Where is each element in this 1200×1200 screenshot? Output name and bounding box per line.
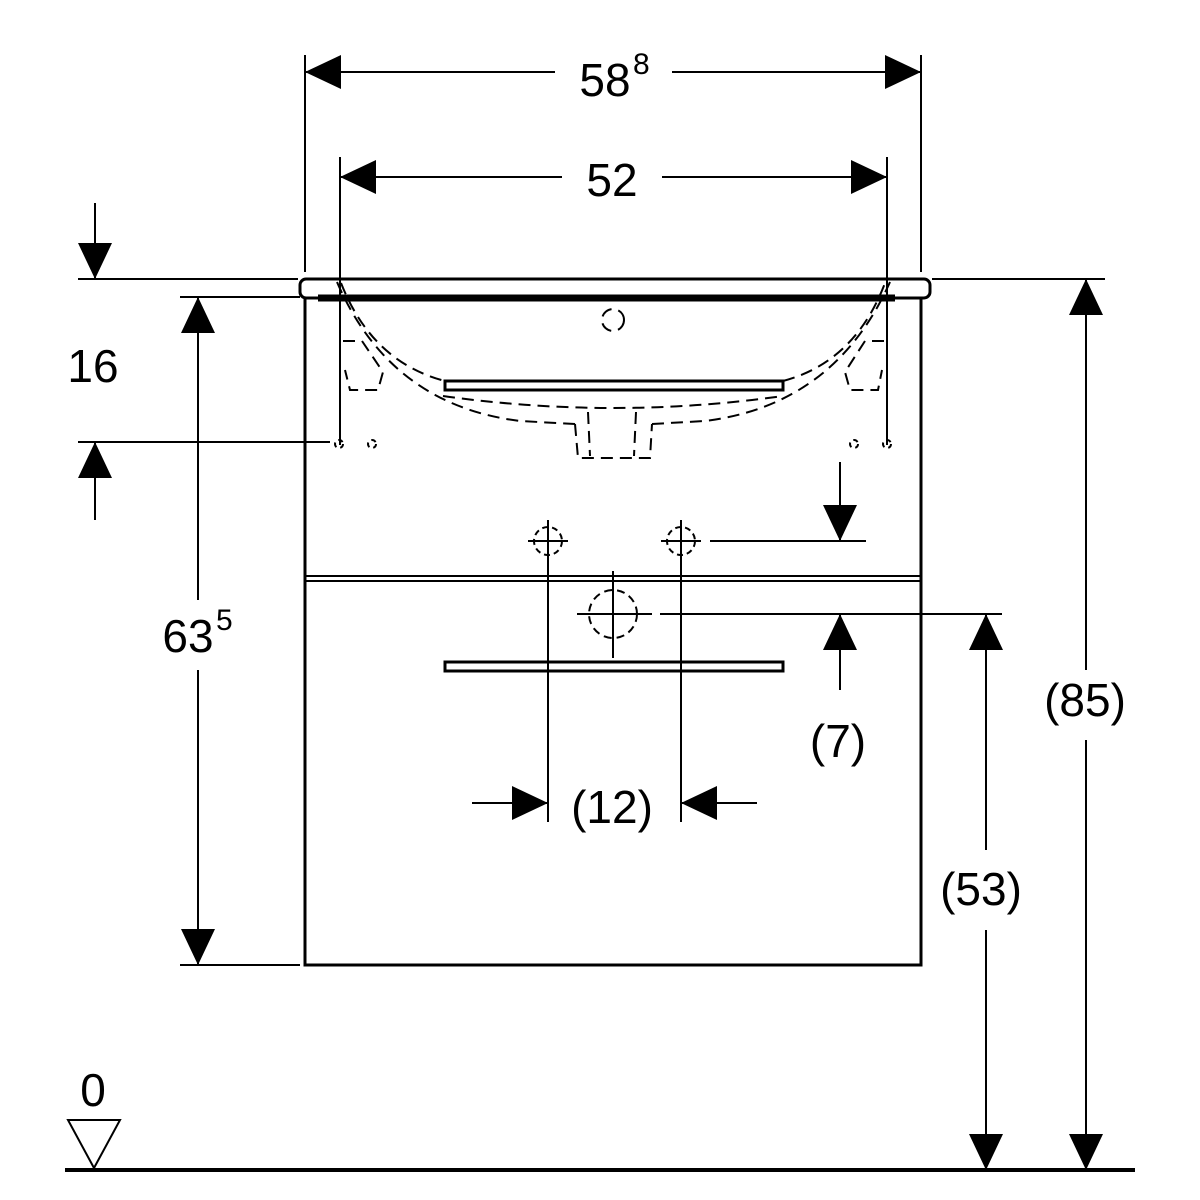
drain-outlet [577,571,652,658]
dimension-overall-height [932,278,1105,1170]
drain-height-label: (53) [940,863,1022,915]
floor-level-label: 0 [80,1064,106,1116]
dimension-cabinet-height [180,296,300,966]
dimension-tap-spacing [472,520,757,822]
top-thickness-label: 16 [67,340,118,392]
dimension-overall-width [304,55,922,272]
bottom-drawer-handle [443,660,785,673]
dimension-top-thickness [78,203,330,520]
overall-width-label: 58 [579,54,630,106]
overall-height-label: (85) [1044,674,1126,726]
dimension-basin-width [339,157,888,445]
cabinet-height-label: 63 [162,610,213,662]
floor-level-symbol [66,1119,122,1171]
cabinet-body [303,296,923,967]
overall-width-sup: 8 [633,48,650,81]
tap-spacing-label: (12) [571,781,653,833]
dimension-tap-offset [710,462,866,690]
mounting-holes [334,439,892,449]
basin-hidden-lines [336,281,891,459]
basin-width-label: 52 [586,154,637,206]
tap-offset-label: (7) [810,715,866,767]
top-drawer-handle [443,379,785,392]
cabinet-height-sup: 5 [216,604,233,637]
